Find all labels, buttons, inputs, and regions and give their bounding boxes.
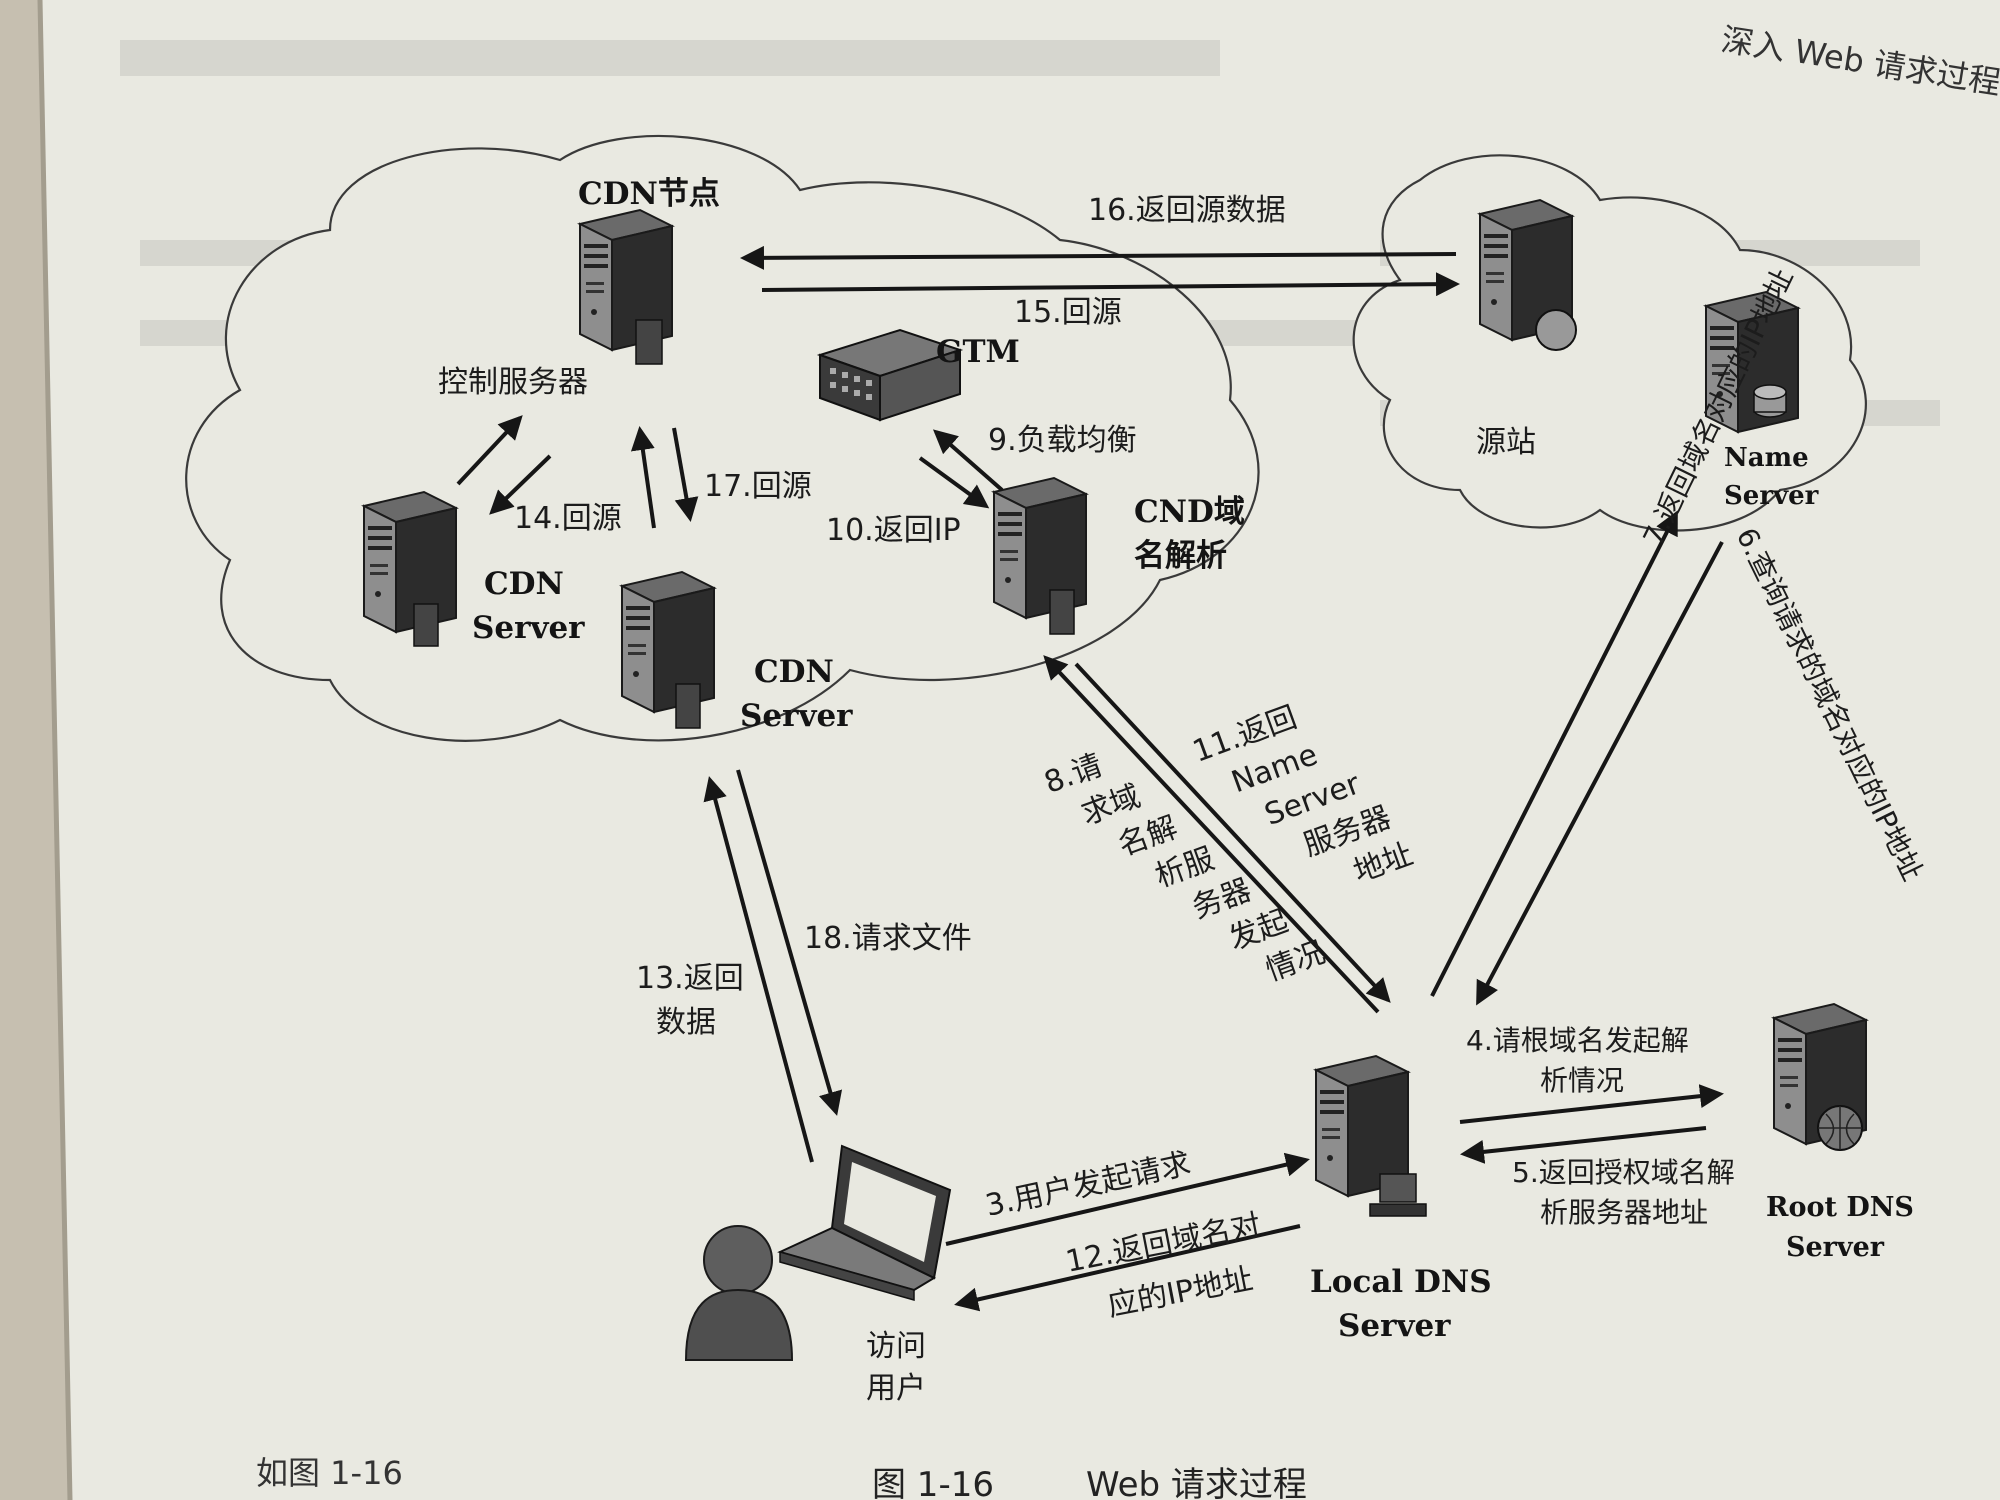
step-18-label: 18.请求文件 [804, 921, 972, 956]
body-text-left: 如图 1-16 [256, 1454, 403, 1492]
page-edge [37, 0, 73, 1500]
cdn-server-left-label-1: CDN [484, 566, 564, 602]
laptop-icon [777, 1144, 952, 1301]
origin-disk-icon [1535, 309, 1577, 351]
gtm-label: GTM [936, 334, 1020, 370]
name-server-label-2: Server [1724, 481, 1819, 511]
local-dns-label-1: Local DNS [1310, 1264, 1492, 1300]
user-label-1: 访问 [866, 1329, 926, 1364]
arrow-9 [932, 429, 1004, 492]
arrow-17-down [672, 427, 699, 522]
gtm-switch-icon [816, 328, 964, 422]
workstation-icon [1369, 1173, 1427, 1217]
step-9-label: 9.负载均衡 [988, 423, 1137, 458]
arrow-4 [1459, 1084, 1724, 1124]
root-dns-label-2: Server [1786, 1232, 1885, 1263]
step-16-label: 16.返回源数据 [1088, 193, 1286, 228]
arrow-7 [1430, 510, 1678, 997]
arrow-15 [761, 272, 1460, 297]
cdn-server-left-icon [363, 491, 457, 633]
arrow-8 [1043, 655, 1380, 1014]
arrows [456, 245, 1724, 1312]
root-dns-label-1: Root DNS [1766, 1192, 1914, 1223]
local-dns-label-2: Server [1338, 1308, 1451, 1344]
step-14-label: 14.回源 [514, 501, 622, 536]
user-label-2: 用户 [866, 1371, 926, 1406]
step-5-label-2: 析服务器地址 [1540, 1196, 1708, 1229]
cnd-dns-monitor-icon [1049, 589, 1075, 635]
cnd-dns-label-1: CND域 [1134, 494, 1245, 530]
arrow-10 [918, 456, 990, 509]
step-8-label-group: 8.请 求域 名解 析服 务器 发起 情况 [1040, 748, 1330, 988]
arrow-16 [740, 245, 1457, 270]
step-4-label-2: 析情况 [1540, 1064, 1624, 1097]
name-server-label-1: Name [1724, 443, 1809, 473]
cdn-server-left-label-2: Server [472, 610, 585, 646]
cdn-node-title: CDN节点 [578, 176, 720, 212]
user-avatar-icon [684, 1225, 794, 1361]
step-15-label: 15.回源 [1014, 295, 1122, 330]
arrow-12 [954, 1224, 1301, 1312]
arrow-3 [945, 1152, 1310, 1246]
cdn-server-mid-label-2: Server [740, 698, 853, 734]
arrow-11 [1074, 662, 1391, 1003]
cnd-dns-label-2: 名解析 [1134, 538, 1227, 574]
cdn-server-mid-monitor-icon [675, 683, 701, 729]
figure-caption-title: Web 请求过程 [1086, 1465, 1307, 1500]
arrow-18 [736, 769, 843, 1116]
step-13-label-2: 数据 [656, 1005, 716, 1040]
arrow-14-up [456, 415, 523, 486]
step-17-label: 17.回源 [704, 469, 812, 504]
arrow-6 [1476, 541, 1724, 1006]
figure-caption-number: 图 1-16 [872, 1465, 994, 1500]
cdn-server-left-monitor-icon [413, 603, 439, 647]
step-5-label-1: 5.返回授权域名解 [1512, 1156, 1735, 1189]
arrow-13 [703, 776, 814, 1163]
control-server-monitor-icon [635, 319, 663, 365]
arrow-17-up [630, 426, 656, 529]
origin-label: 源站 [1476, 425, 1536, 460]
step-4-label-1: 4.请根域名发起解 [1466, 1024, 1689, 1057]
step-10-label: 10.返回IP [826, 513, 961, 548]
control-server-label: 控制服务器 [438, 365, 588, 400]
arrow-5 [1460, 1126, 1707, 1164]
cdn-server-mid-label-1: CDN [754, 654, 834, 690]
arrow-14-down [489, 454, 552, 515]
step-13-label-1: 13.返回 [636, 961, 744, 996]
